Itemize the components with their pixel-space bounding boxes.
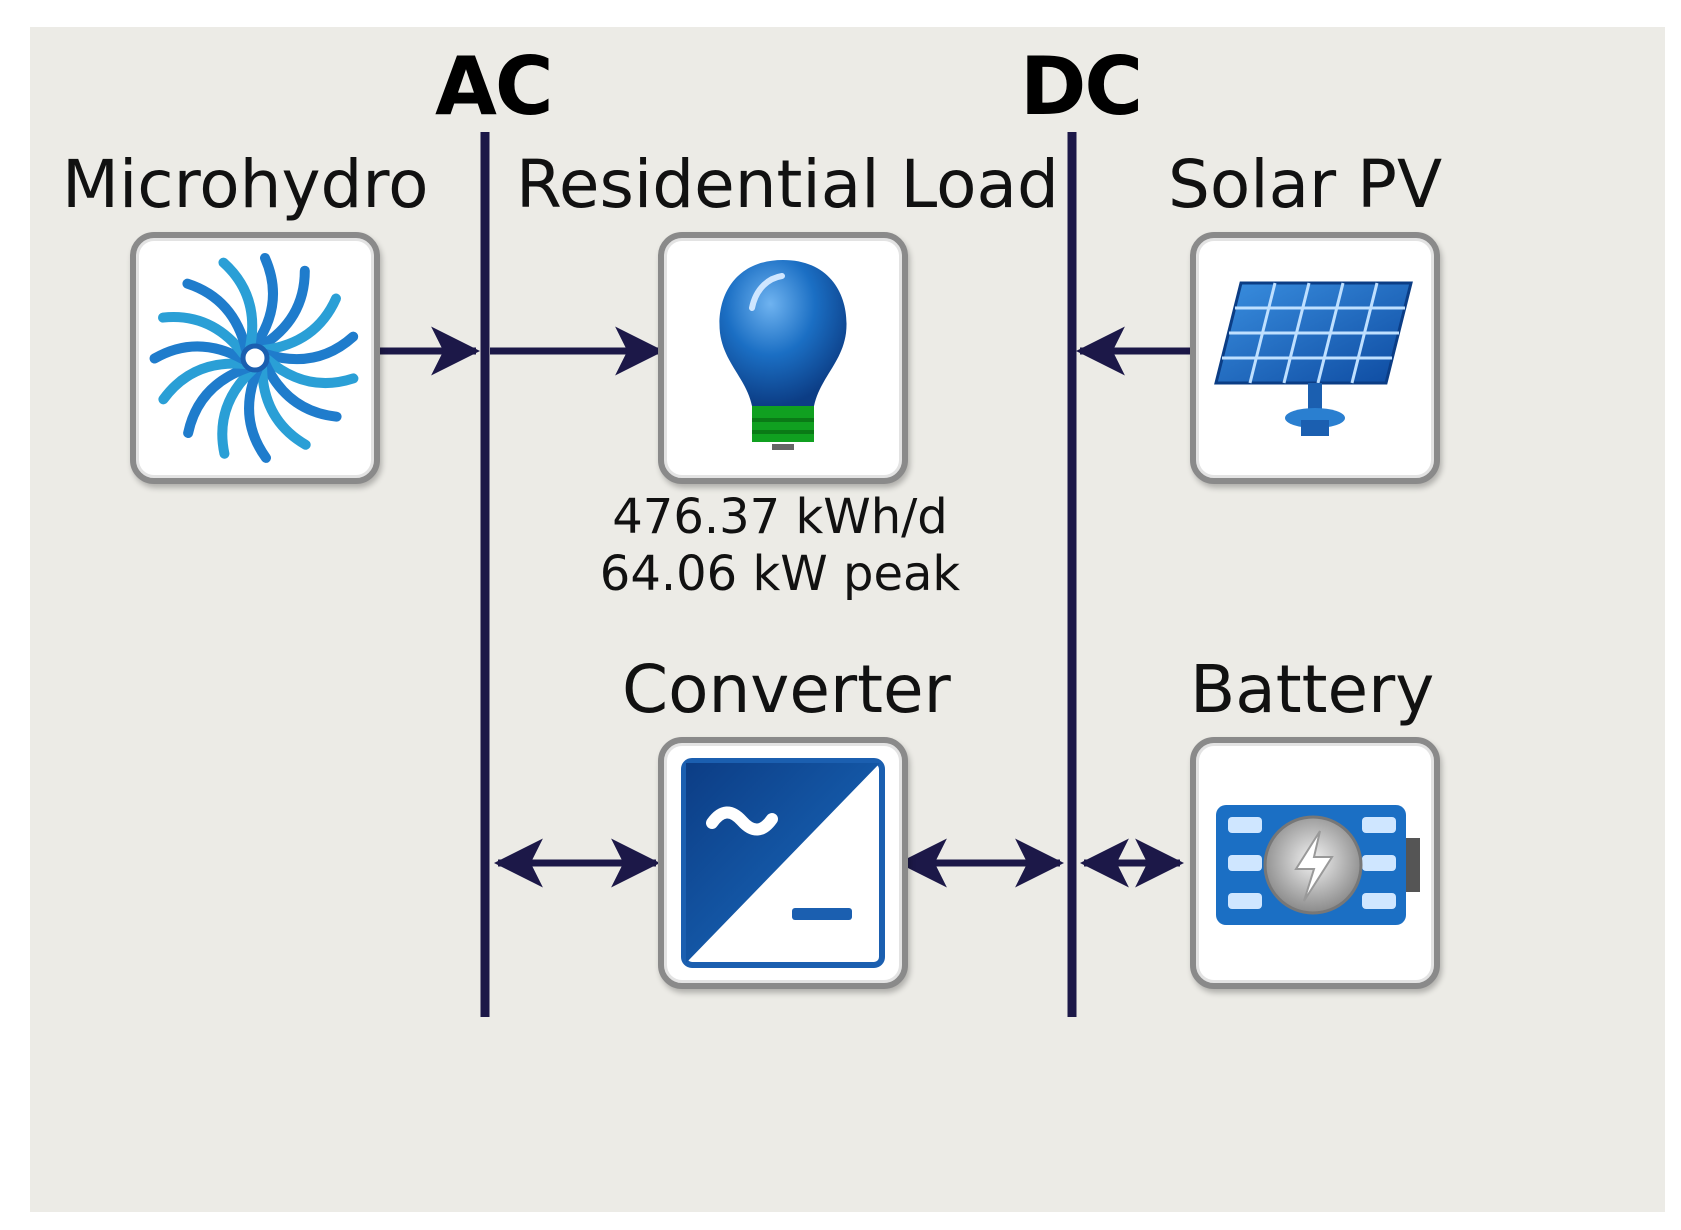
diagram-canvas: AC DC Microhydro Residential Load Solar … [30, 27, 1665, 1212]
load-peak-text: 64.06 kW peak [599, 545, 961, 602]
battery-label: Battery [1190, 651, 1435, 728]
light-bulb-icon [719, 260, 847, 450]
microhydro-tile[interactable] [130, 232, 380, 484]
converter-tile[interactable] [658, 737, 908, 989]
battery-tile[interactable] [1190, 737, 1440, 989]
dc-bus-label: DC [1020, 40, 1143, 133]
turbine-icon [149, 253, 359, 463]
solar-pv-tile[interactable] [1190, 232, 1440, 484]
connection-lines [370, 132, 1190, 1017]
battery-icon [1216, 805, 1420, 925]
ac-bus-label: AC [435, 40, 554, 133]
microhydro-label: Microhydro [62, 146, 429, 223]
load-info: 476.37 kWh/d 64.06 kW peak [570, 489, 990, 602]
residential-load-tile[interactable] [658, 232, 908, 484]
converter-label: Converter [622, 651, 951, 728]
solar-panel-icon [1214, 281, 1413, 436]
converter-icon [681, 758, 885, 968]
load-energy-text: 476.37 kWh/d [612, 489, 948, 545]
solar-pv-label: Solar PV [1168, 146, 1443, 223]
residential-load-label: Residential Load [516, 146, 1059, 223]
